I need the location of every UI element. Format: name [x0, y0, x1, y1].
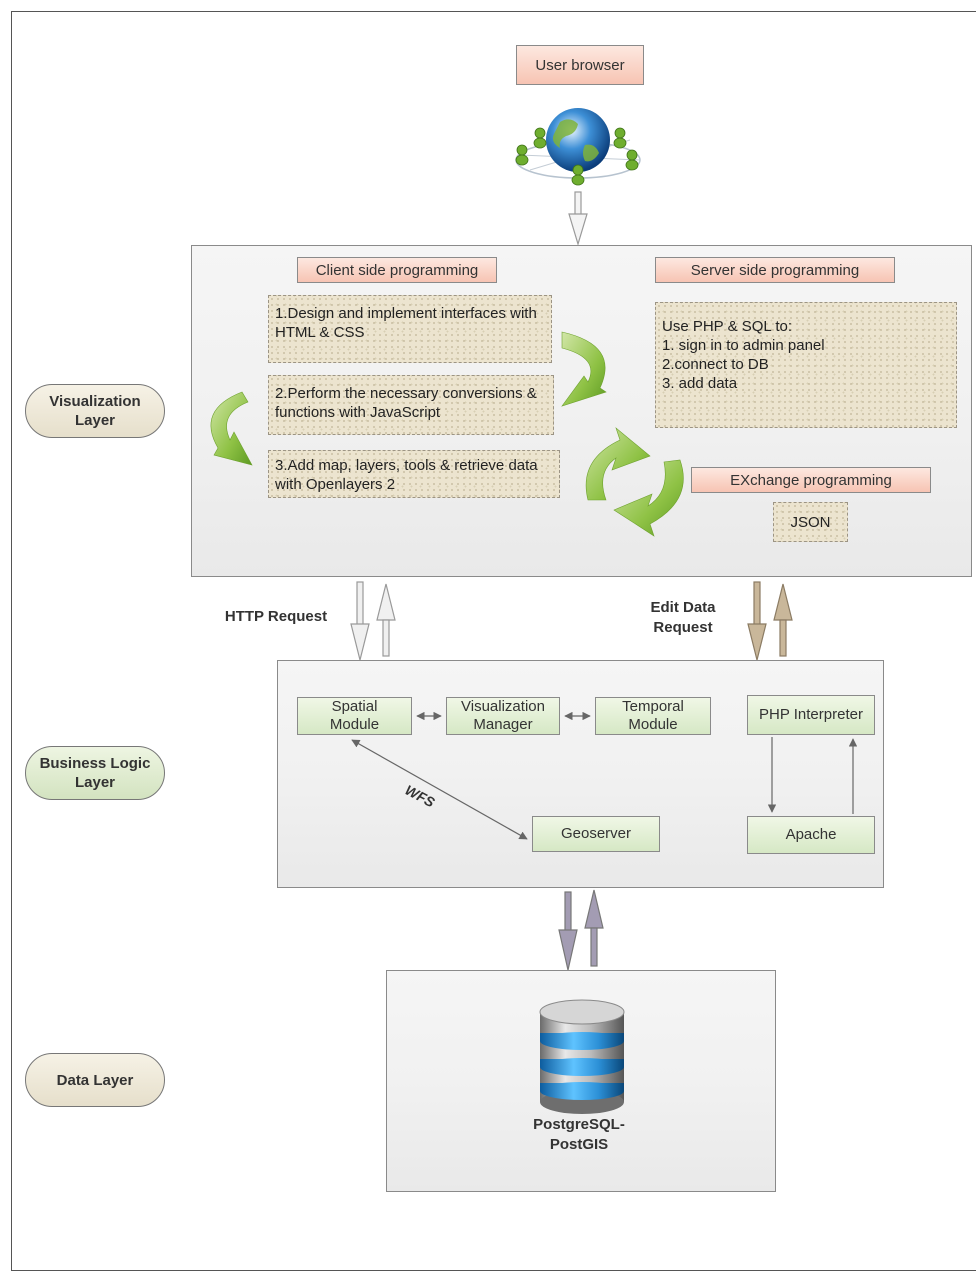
- client-step-3: 3.Add map, layers, tools & retrieve data…: [268, 450, 560, 498]
- data-layer-panel: [386, 970, 776, 1192]
- json-box: JSON: [773, 502, 848, 542]
- business-logic-layer-label: Business Logic Layer: [39, 755, 151, 791]
- data-layer-pill: Data Layer: [25, 1053, 165, 1107]
- client-step-1: 1.Design and implement interfaces with H…: [268, 295, 552, 363]
- server-item-2: 2.connect to DB: [662, 356, 769, 373]
- geoserver-box: Geoserver: [532, 816, 660, 852]
- edit-data-request-label: Edit Data Request: [650, 599, 716, 636]
- server-intro-text: Use PHP & SQL to:: [662, 318, 793, 335]
- visualization-layer-label: Visualization Layer: [49, 393, 141, 429]
- apache-box: Apache: [747, 816, 875, 854]
- visualization-manager-box: Visualization Manager: [446, 697, 560, 735]
- spatial-module-label: Spatial Module: [329, 698, 380, 733]
- exchange-header-label: EXchange programming: [730, 471, 892, 489]
- server-item-3: 3. add data: [662, 375, 738, 392]
- client-side-header: Client side programming: [297, 257, 497, 283]
- client-step-3-text: 3.Add map, layers, tools & retrieve data…: [275, 457, 538, 493]
- visualization-manager-label: Visualization Manager: [461, 698, 545, 733]
- php-interpreter-label: PHP Interpreter: [759, 706, 863, 723]
- client-step-2: 2.Perform the necessary conversions & fu…: [268, 375, 554, 435]
- temporal-module-label: Temporal Module: [622, 698, 684, 733]
- php-interpreter-box: PHP Interpreter: [747, 695, 875, 735]
- user-browser-box: User browser: [516, 45, 644, 85]
- database-label: PostgreSQL-PostGIS: [533, 1116, 625, 1153]
- client-side-header-label: Client side programming: [315, 261, 479, 279]
- apache-label: Apache: [785, 826, 837, 843]
- server-side-header-label: Server side programming: [690, 261, 860, 279]
- business-logic-layer-pill: Business Logic Layer: [25, 746, 165, 800]
- spatial-module-box: Spatial Module: [297, 697, 412, 735]
- client-step-2-text: 2.Perform the necessary conversions & fu…: [275, 385, 537, 421]
- visualization-layer-pill: Visualization Layer: [25, 384, 165, 438]
- exchange-header: EXchange programming: [691, 467, 931, 493]
- server-side-steps: Use PHP & SQL to: 1. sign in to admin pa…: [655, 302, 957, 428]
- user-browser-label: User browser: [535, 56, 625, 74]
- server-side-header: Server side programming: [655, 257, 895, 283]
- http-request-label: HTTP Request: [224, 608, 328, 625]
- data-layer-label: Data Layer: [56, 1071, 134, 1089]
- geoserver-label: Geoserver: [560, 825, 632, 842]
- json-label: JSON: [790, 514, 831, 531]
- temporal-module-box: Temporal Module: [595, 697, 711, 735]
- server-item-1: 1. sign in to admin panel: [662, 337, 825, 354]
- client-step-1-text: 1.Design and implement interfaces with H…: [275, 305, 537, 341]
